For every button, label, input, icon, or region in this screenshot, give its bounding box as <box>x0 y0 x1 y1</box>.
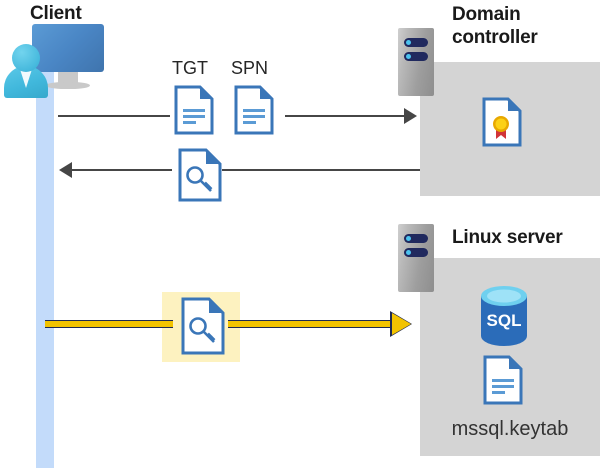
linux-server-title: Linux server <box>452 227 563 248</box>
request-arrow-head-icon <box>404 108 417 124</box>
keytab-filename-label: mssql.keytab <box>451 418 569 440</box>
domain-controller-server-icon <box>398 28 434 96</box>
domain-controller-title-line2: controller <box>452 27 538 48</box>
server-bay-icon <box>404 38 428 47</box>
certificate-document-icon <box>482 97 522 147</box>
monitor-base-icon <box>46 82 90 89</box>
response-arrow-segment <box>72 169 172 171</box>
sql-database-icon: SQL <box>477 285 531 347</box>
server-bay-icon <box>404 234 428 243</box>
response-arrow-segment <box>222 169 420 171</box>
client-lifeline <box>36 60 54 468</box>
tgt-label: TGT <box>172 58 208 78</box>
monitor-stand-icon <box>58 72 78 84</box>
spn-document-icon <box>234 85 274 135</box>
linux-server-server-icon <box>398 224 434 292</box>
spn-label: SPN <box>231 58 269 78</box>
domain-controller-title-line1: Domain <box>452 4 521 25</box>
kerberos-arrow-head-icon <box>392 313 411 335</box>
key-document-icon <box>178 148 222 202</box>
kerberos-arrow-segment <box>228 320 394 328</box>
desktop-computer-icon <box>32 24 104 72</box>
keytab-document-icon <box>483 355 523 405</box>
request-arrow-segment <box>285 115 405 117</box>
key-document-icon <box>181 297 225 355</box>
domain-controller-title: Domain controller <box>452 3 600 49</box>
client-title: Client <box>30 3 82 24</box>
svg-text:SQL: SQL <box>487 311 522 330</box>
server-bay-icon <box>404 52 428 61</box>
server-bay-icon <box>404 248 428 257</box>
request-arrow-segment <box>58 115 170 117</box>
kerberos-arrow-segment <box>45 320 173 328</box>
tgt-document-icon <box>174 85 214 135</box>
response-arrow-head-icon <box>59 162 72 178</box>
user-avatar-head-icon <box>12 44 40 72</box>
